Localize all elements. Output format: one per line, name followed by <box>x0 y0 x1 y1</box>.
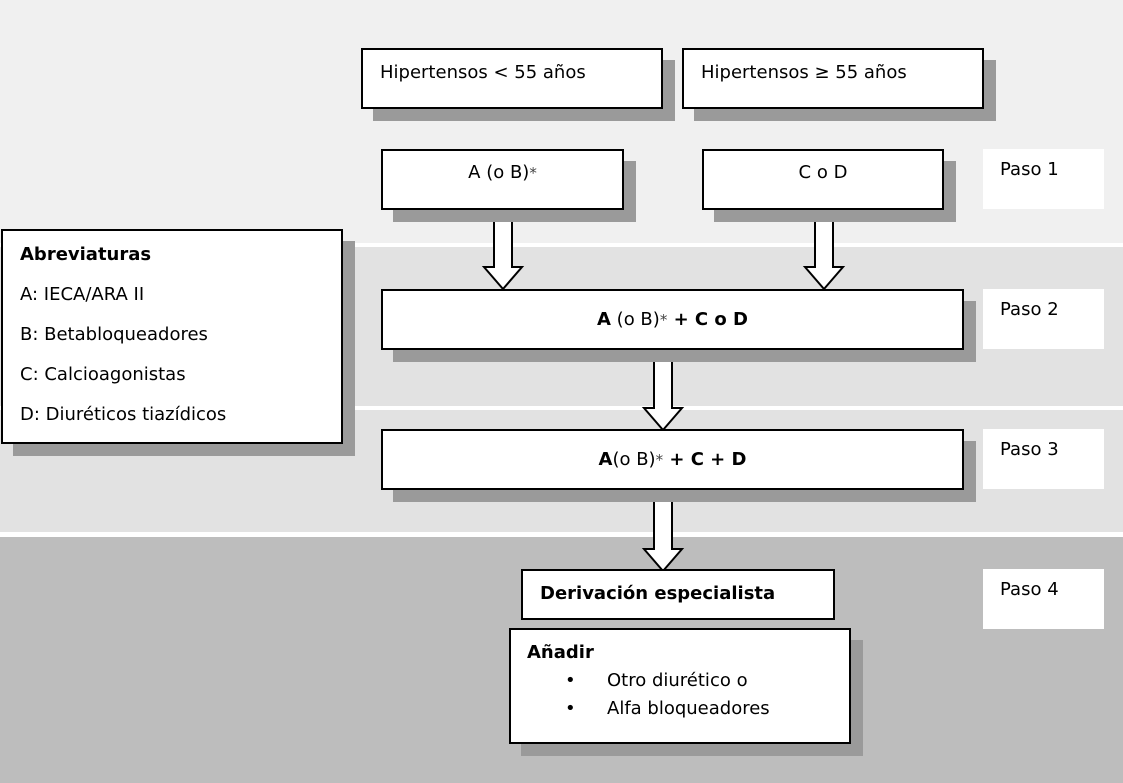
add-title: Añadir <box>527 642 594 663</box>
add-item: Otro diurético o <box>607 670 748 691</box>
step2-box: A (o B)* + C o D <box>381 289 964 350</box>
arrow-step1-right-to-step2 <box>802 209 846 291</box>
paso-1-label: Paso 1 <box>983 149 1104 209</box>
legend-item: B: Betabloqueadores <box>20 324 208 345</box>
step1-right-box: C o D <box>702 149 944 210</box>
group-old-box: Hipertensos ≥ 55 años <box>682 48 984 109</box>
bullet-icon: • <box>565 698 576 719</box>
paso-4-label: Paso 4 <box>983 569 1104 629</box>
legend-item: D: Diuréticos tiazídicos <box>20 404 227 425</box>
arrow-step2-to-step3 <box>641 349 685 432</box>
group-old-label: Hipertensos ≥ 55 años <box>701 62 907 83</box>
step1-left-box: A (o B)* <box>381 149 624 210</box>
group-young-label: Hipertensos < 55 años <box>380 62 586 83</box>
step1-right-text: C o D <box>798 162 848 183</box>
legend-item: A: IECA/ARA II <box>20 284 145 305</box>
step1-left-text: A (o B)* <box>468 162 537 183</box>
arrow-step1-left-to-step2 <box>481 209 525 291</box>
group-young-box: Hipertensos < 55 años <box>361 48 663 109</box>
add-box: Añadir • Otro diurético o • Alfa bloquea… <box>509 628 851 744</box>
step3-box: A(o B)* + C + D <box>381 429 964 490</box>
referral-label: Derivación especialista <box>540 583 776 604</box>
add-item: Alfa bloqueadores <box>607 698 770 719</box>
abbreviations-legend: Abreviaturas A: IECA/ARA II B: Betabloqu… <box>1 229 343 444</box>
legend-title: Abreviaturas <box>20 244 152 265</box>
referral-box: Derivación especialista <box>521 569 835 620</box>
bullet-icon: • <box>565 670 576 691</box>
paso-2-label: Paso 2 <box>983 289 1104 349</box>
paso-3-label: Paso 3 <box>983 429 1104 489</box>
arrow-step3-to-step4 <box>641 489 685 573</box>
step3-text: A(o B)* + C + D <box>598 449 747 470</box>
step2-text: A (o B)* + C o D <box>597 309 748 330</box>
legend-item: C: Calcioagonistas <box>20 364 186 385</box>
